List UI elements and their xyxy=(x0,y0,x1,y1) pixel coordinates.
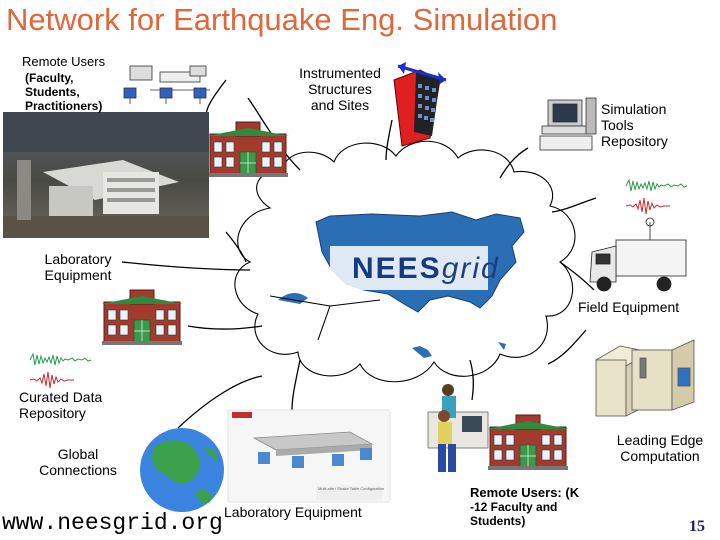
school-building-left xyxy=(101,290,183,345)
label-line: Global xyxy=(26,446,130,462)
globe xyxy=(140,428,224,512)
instrumented-building xyxy=(394,62,446,146)
label-line: Structures xyxy=(288,81,392,97)
laboratory-equipment-bottom-label: Laboratory Equipment xyxy=(224,504,362,520)
instrumented-structures-label: Instrumented Structures and Sites xyxy=(288,65,392,113)
neesgrid-logo-suffix: grid xyxy=(442,252,500,285)
detail-line: Practitioners) xyxy=(25,100,102,114)
field-equipment-label: Field Equipment xyxy=(578,299,679,315)
workstation-computer xyxy=(540,98,596,150)
label-line: Remote Users: (K xyxy=(470,486,579,501)
lab-config-caption: Multi-site / Shake Table Configuration xyxy=(318,486,384,491)
label-line: Instrumented xyxy=(288,65,392,81)
detail-line: (Faculty, xyxy=(25,72,102,86)
label-line: Computation xyxy=(604,448,716,464)
leading-edge-label: Leading Edge Computation xyxy=(604,432,716,464)
label-line: Simulation xyxy=(601,101,668,117)
label-line: -12 Faculty and xyxy=(470,501,579,515)
label-line: Curated Data xyxy=(19,389,102,405)
laboratory-equipment-left-label: Laboratory Equipment xyxy=(30,251,126,283)
curated-data-label: Curated Data Repository xyxy=(19,389,102,421)
field-truck xyxy=(590,180,687,291)
global-connections-label: Global Connections xyxy=(26,446,130,478)
label-line: Laboratory xyxy=(30,251,126,267)
school-building-top xyxy=(207,122,289,177)
school-building-bottom xyxy=(487,415,569,470)
neesgrid-logo-main: NEES xyxy=(352,252,442,285)
shake-table-photo xyxy=(3,112,209,238)
label-line: Leading Edge xyxy=(604,432,716,448)
page-title: Network for Earthquake Eng. Simulation xyxy=(6,2,557,38)
remote-users-bottom-label: Remote Users: (K -12 Faculty and Student… xyxy=(470,486,579,529)
label-line: Equipment xyxy=(30,267,126,283)
label-line: Repository xyxy=(19,405,102,421)
website-url[interactable]: www.neesgrid.org xyxy=(2,510,223,536)
label-line: and Sites xyxy=(288,97,392,113)
remote-users-top-label: Remote Users xyxy=(22,55,105,70)
label-line: Tools xyxy=(601,117,668,133)
remote-users-top-detail: (Faculty, Students, Practitioners) xyxy=(25,72,102,113)
data-waveform xyxy=(30,354,91,388)
page-number: 15 xyxy=(689,518,705,536)
supercomputer xyxy=(596,340,694,416)
simulation-tools-label: Simulation Tools Repository xyxy=(601,101,668,149)
label-line: Connections xyxy=(26,462,130,478)
remote-users-network-sketch xyxy=(124,66,210,104)
label-line: Students) xyxy=(470,515,579,529)
neesgrid-logo: NEESgrid xyxy=(352,252,500,286)
detail-line: Students, xyxy=(25,86,102,100)
people-at-computer xyxy=(428,384,488,472)
label-line: Repository xyxy=(601,133,668,149)
